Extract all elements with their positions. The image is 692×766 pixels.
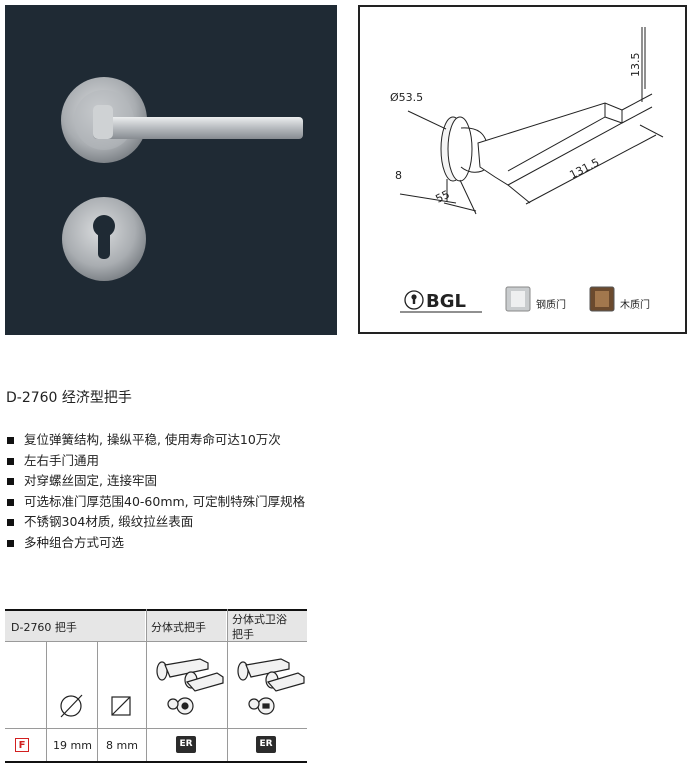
feature-list: 复位弹簧结构, 操纵平稳, 使用寿命可达10万次 左右手门通用 对穿螺丝固定, … [6, 430, 305, 554]
fire-rated-badge: F [15, 738, 29, 752]
feature-item: 多种组合方式可选 [6, 533, 305, 554]
feature-item: 左右手门通用 [6, 451, 305, 472]
dim-height: 13.5 [629, 53, 642, 78]
feature-item: 不锈钢304材质, 缎纹拉丝表面 [6, 512, 305, 533]
square-value: 8 mm [106, 739, 138, 752]
handle-illustration [61, 77, 303, 281]
diameter-icon [60, 694, 83, 718]
dim-length: 131.5 [567, 156, 601, 182]
dimension-drawing: Ø53.5 13.5 131.5 55 8 BGL 钢质门 木质门 [390, 27, 664, 313]
spec-symbols [60, 658, 305, 718]
dim-rose: 8 [395, 169, 402, 182]
handle-lever [93, 117, 303, 139]
header-col1-cell [146, 609, 226, 641]
header-col2-line2: 把手 [232, 628, 254, 641]
feature-item: 复位弹簧结构, 操纵平稳, 使用寿命可达10万次 [6, 430, 305, 451]
bathroom-lever-icon [237, 658, 305, 715]
diameter-value: 19 mm [53, 739, 92, 752]
header-col1: 分体式把手 [151, 621, 206, 634]
handle-neck [93, 105, 113, 139]
brand-name: BGL [426, 291, 466, 312]
steel-door-icon [505, 286, 531, 312]
header-model-cell [5, 609, 145, 641]
square-icon [111, 696, 131, 716]
feature-item: 可选标准门厚范围40-60mm, 可定制特殊门厚规格 [6, 492, 305, 513]
er-badge: ER [256, 736, 276, 753]
product-photo [5, 5, 337, 335]
split-lever-icon [156, 658, 224, 715]
product-title: D-2760 经济型把手 [6, 390, 132, 406]
spec-table: D-2760 把手 分体式把手 分体式卫浴 把手 [5, 609, 307, 763]
bgl-logo-icon [404, 290, 424, 310]
er-badge: ER [176, 736, 196, 753]
feature-item: 对穿螺丝固定, 连接牢固 [6, 471, 305, 492]
header-col2-line1: 分体式卫浴 [232, 613, 287, 626]
door-wood-label: 木质门 [620, 298, 650, 311]
door-steel-label: 钢质门 [536, 298, 566, 311]
wood-door-icon [589, 286, 615, 312]
dim-projection: 55 [433, 188, 451, 206]
header-col2-cell [227, 609, 307, 641]
keyhole-icon [93, 215, 115, 259]
dim-diameter: Ø53.5 [390, 91, 423, 104]
header-model: D-2760 把手 [11, 621, 77, 634]
technical-drawing: Ø53.5 13.5 131.5 55 8 BGL 钢质门 木质门 [358, 5, 687, 334]
